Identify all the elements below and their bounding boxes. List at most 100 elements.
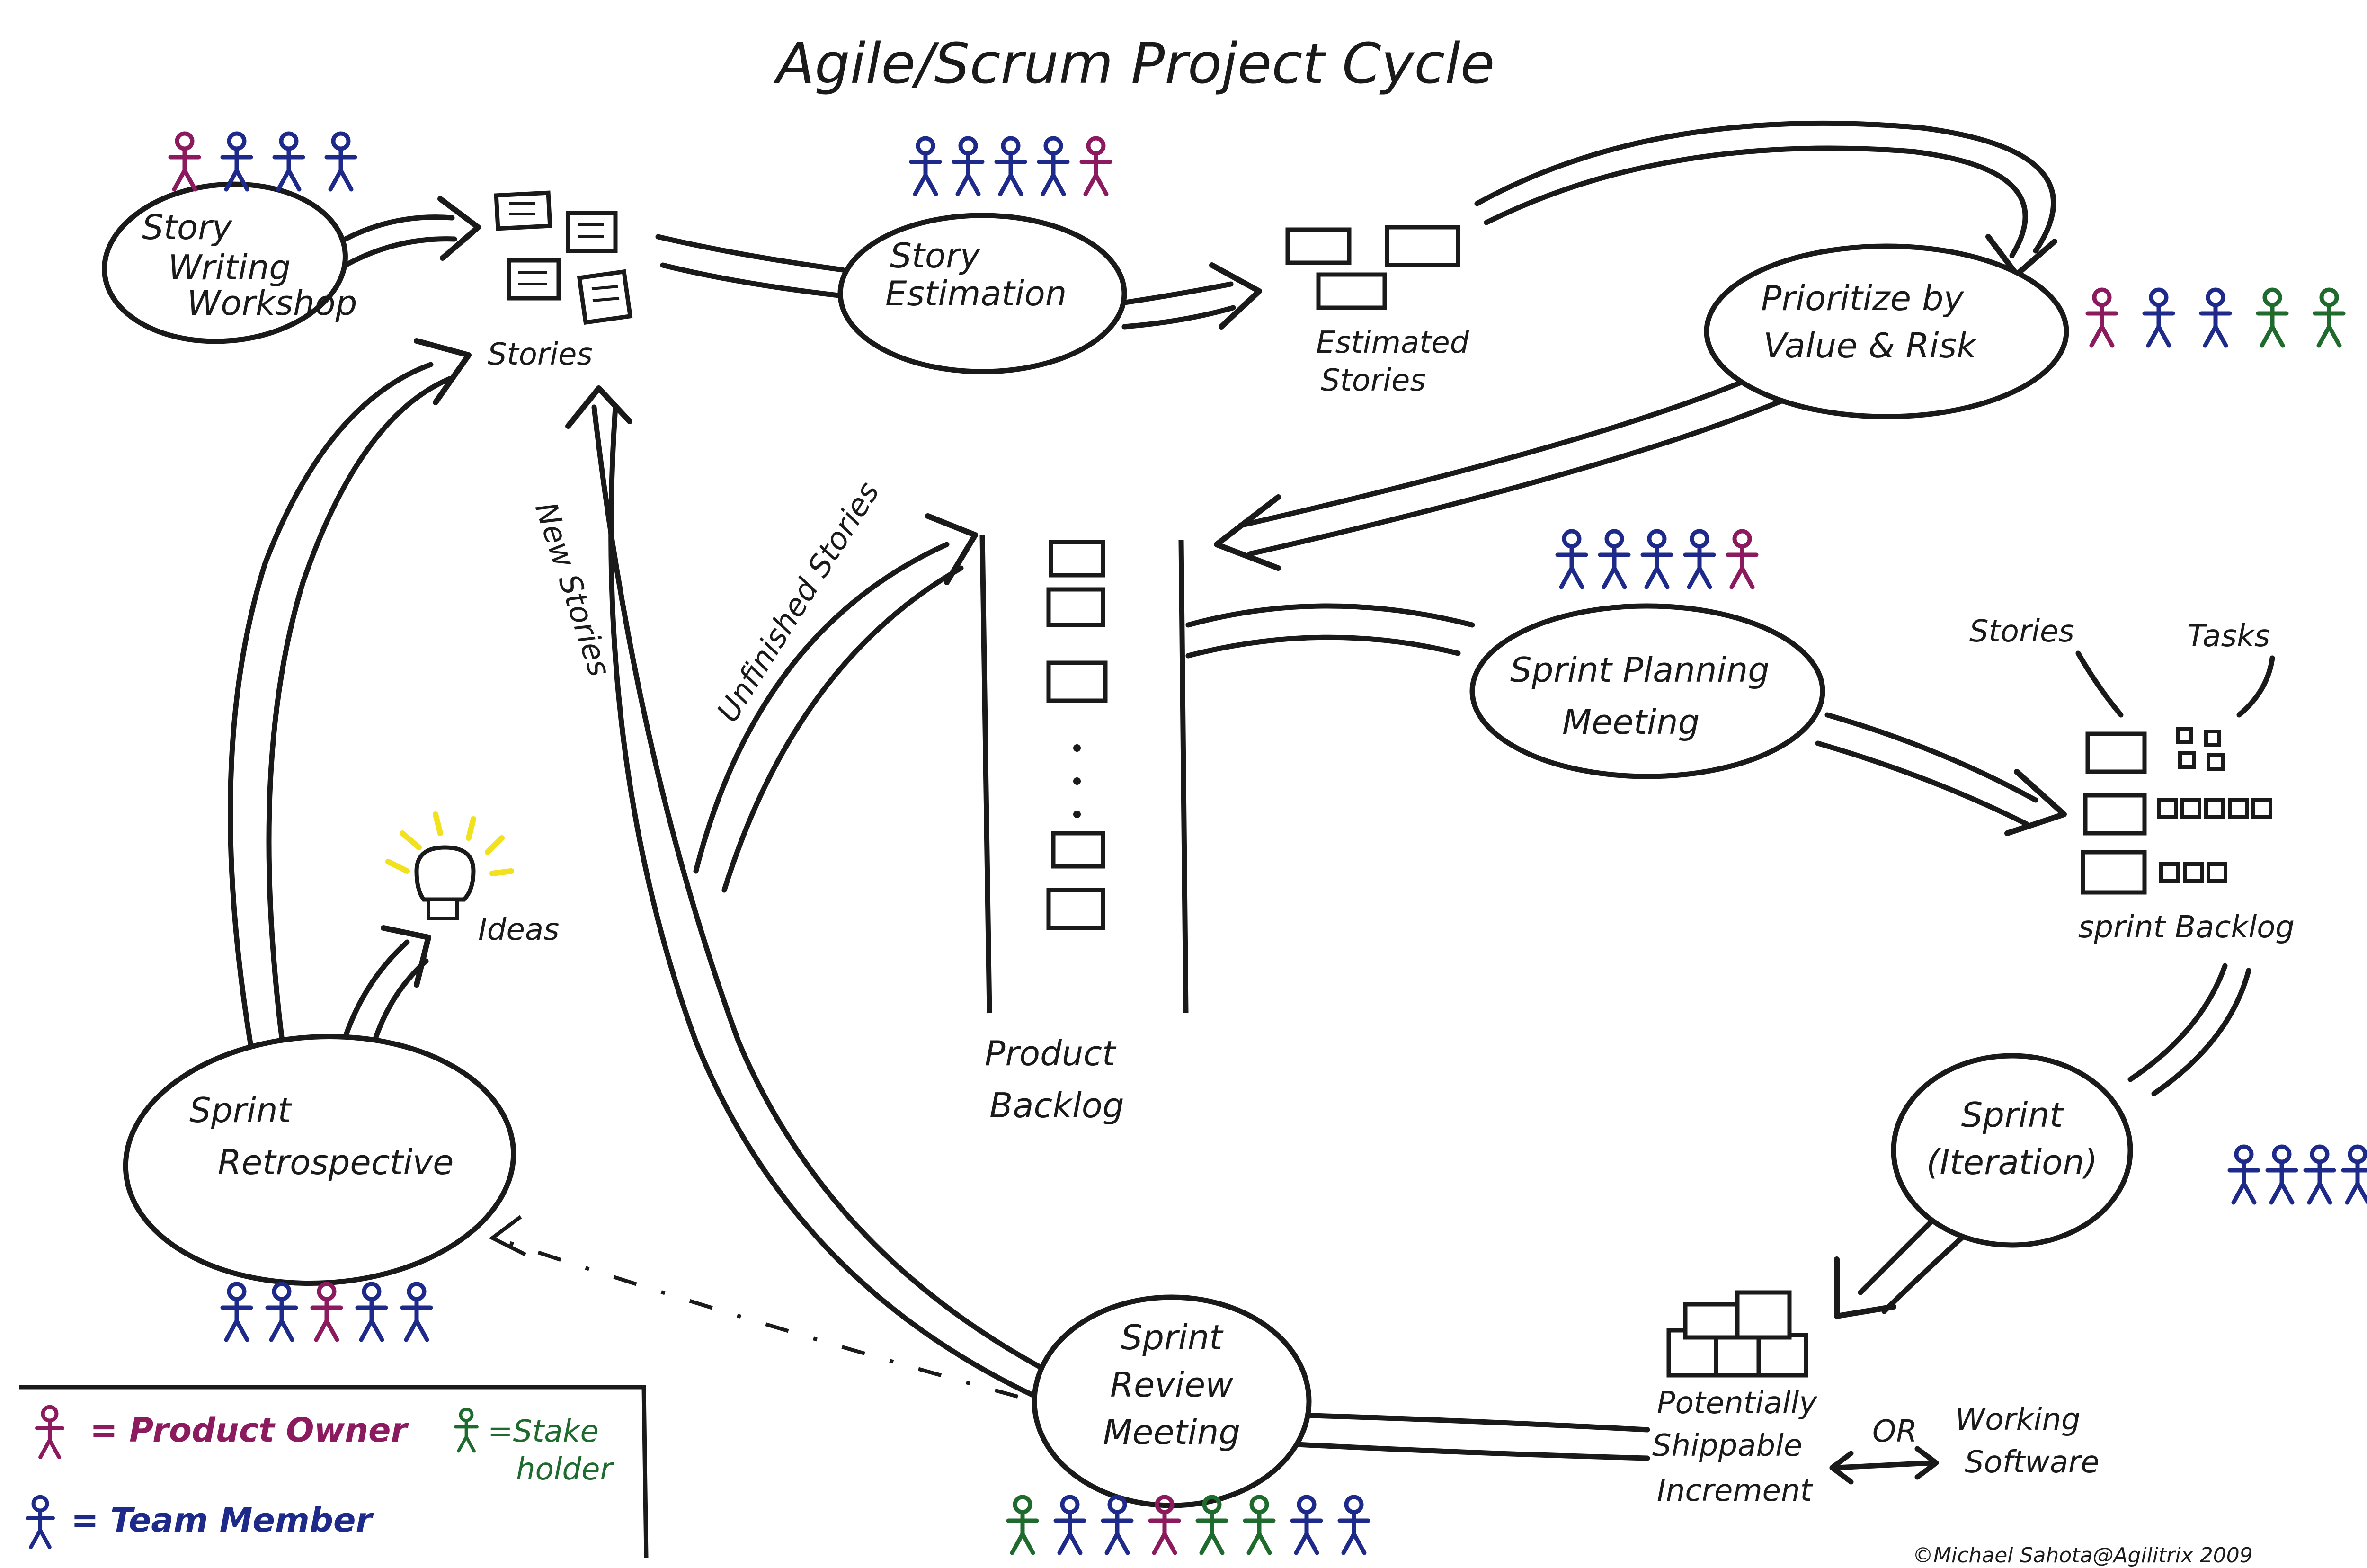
working-software-label-1: Working [1955,1402,2081,1437]
prioritize-label: Prioritize by Value & Risk [1761,278,1978,365]
arrow-retro-to-stories [228,338,472,1059]
svg-text:Meeting: Meeting [1562,702,1700,742]
node-story-workshop [102,181,348,344]
sprint-backlog-label: sprint Backlog [2078,910,2295,945]
arrow-estimated-to-prioritize [1474,120,2057,277]
people-group-retro [220,1282,433,1342]
people-group-planning [1555,529,1759,589]
stick-figure-icon [2142,287,2175,348]
people-group-workshop [168,131,357,192]
stick-figure-icon [1037,136,1070,196]
stick-figure-icon [994,136,1027,196]
arrow-sprint-to-increment [1834,1209,1972,1319]
people-group-prioritize [2085,287,2346,348]
arrow-estimation-to-estimated [1119,262,1262,330]
stick-figure-icon [1337,1495,1370,1555]
svg-text:Sprint: Sprint [189,1090,293,1130]
stick-figure-icon [355,1282,388,1342]
stick-figure-icon [1598,529,1631,589]
svg-text:Value & Risk: Value & Risk [1763,326,1978,365]
sprint-review-label: Sprint Review Meeting [1103,1318,1240,1452]
ideas-label: Ideas [478,912,559,947]
stick-figure-icon [220,131,253,192]
backlog-story-cards [1046,540,1108,930]
stick-figure-icon [35,1405,65,1460]
dashed-review-to-retro [501,1238,1019,1399]
sprint-retro-label: Sprint Retrospective [189,1090,454,1182]
arrow-unfinished-to-backlog [693,513,978,893]
estimated-label-2: Stories [1321,363,1426,398]
legend-box [19,1385,649,1558]
stick-figure-icon [35,1405,65,1460]
stick-figure-icon [454,1408,479,1453]
stick-figure-icon [1640,529,1673,589]
unfinished-stories-label: Unfinished Stories [711,476,887,729]
copyright-label: ©Michael Sahota@Agilitrix 2009 [1913,1543,2253,1568]
stick-figure-icon [1079,136,1112,196]
product-backlog-label-1: Product [985,1033,1117,1073]
arrow-review-to-stories [565,385,1054,1404]
stick-figure-icon [272,131,305,192]
stick-figure-icon [2303,1144,2336,1205]
svg-text:Review: Review [1110,1365,1233,1405]
lightbulb-icon [385,811,514,920]
story-estimation-label: Story Estimation [885,236,1067,313]
stick-figure-icon [25,1495,55,1550]
stick-figure-icon [1148,1495,1181,1555]
arrow-prioritize-to-backlog [1214,371,1792,571]
sprint-label: Sprint (Iteration) [1926,1095,2098,1182]
stick-figure-icon [324,131,357,192]
stick-figure-icon [1195,1495,1228,1555]
svg-text:=Stake: =Stake [488,1414,599,1449]
increment-label-2: Shippable [1652,1428,1802,1463]
stick-figure-icon [1243,1495,1276,1555]
svg-text:holder: holder [516,1452,614,1487]
or-label: OR [1872,1414,1917,1449]
stick-figure-icon [1290,1495,1323,1555]
node-sprint-planning [1469,603,1825,779]
node-prioritize [1704,243,2069,419]
stick-figure-icon [400,1282,433,1342]
svg-text:Prioritize by: Prioritize by [1761,278,1965,318]
arrow-increment-to-review [1285,1413,1650,1461]
svg-text:Story: Story [142,207,233,247]
stick-figure-icon [168,131,201,192]
diagram-title: Agile/Scrum Project Cycle [773,31,1495,96]
product-backlog-label-2: Backlog [989,1086,1124,1125]
product-backlog-column [979,535,1189,1014]
stick-figure-icon [220,1282,253,1342]
estimated-label-1: Estimated [1316,325,1469,360]
svg-text:Meeting: Meeting [1103,1412,1240,1452]
sprint-backlog-grid [2081,727,2272,895]
svg-text:(Iteration): (Iteration) [1926,1142,2098,1182]
node-story-estimation [837,213,1127,374]
people-group-sprint [2227,1144,2367,1205]
arrow-sprint-backlog-to-sprint [2127,963,2251,1096]
stick-figure-icon [2341,1144,2367,1205]
story-workshop-label: Story Writing Workshop [142,207,357,323]
legend-team-member: = Team Member [25,1495,374,1550]
sprint-backlog-tasks-label: Tasks [2187,619,2270,654]
svg-text:Retrospective: Retrospective [218,1142,454,1182]
svg-text:= Product Owner: = Product Owner [90,1411,409,1450]
node-sprint [1891,1053,2133,1248]
new-stories-label: New Stories [528,498,617,681]
sprint-backlog-stories-label: Stories [1969,614,2074,649]
stories-cards [494,190,633,325]
svg-text:Workshop: Workshop [187,283,357,323]
svg-text:Sprint: Sprint [1961,1095,2064,1135]
stick-figure-icon [1101,1495,1134,1555]
stick-figure-icon [310,1282,343,1342]
shippable-box-icon [1666,1290,1808,1378]
stick-figure-icon [2313,287,2346,348]
arrow-stories-to-estimation [655,234,845,299]
stories-label: Stories [488,337,593,372]
increment-label-1: Potentially [1657,1386,1817,1421]
stick-figure-icon [1683,529,1716,589]
legend-stakeholder: =Stake holder [454,1408,614,1487]
legend-product-owner: = Product Owner [35,1405,409,1460]
people-group-estimation [909,136,1112,196]
arrow-planning-to-sprint-backlog [1815,712,2067,836]
estimated-story-cards [1285,225,1460,310]
